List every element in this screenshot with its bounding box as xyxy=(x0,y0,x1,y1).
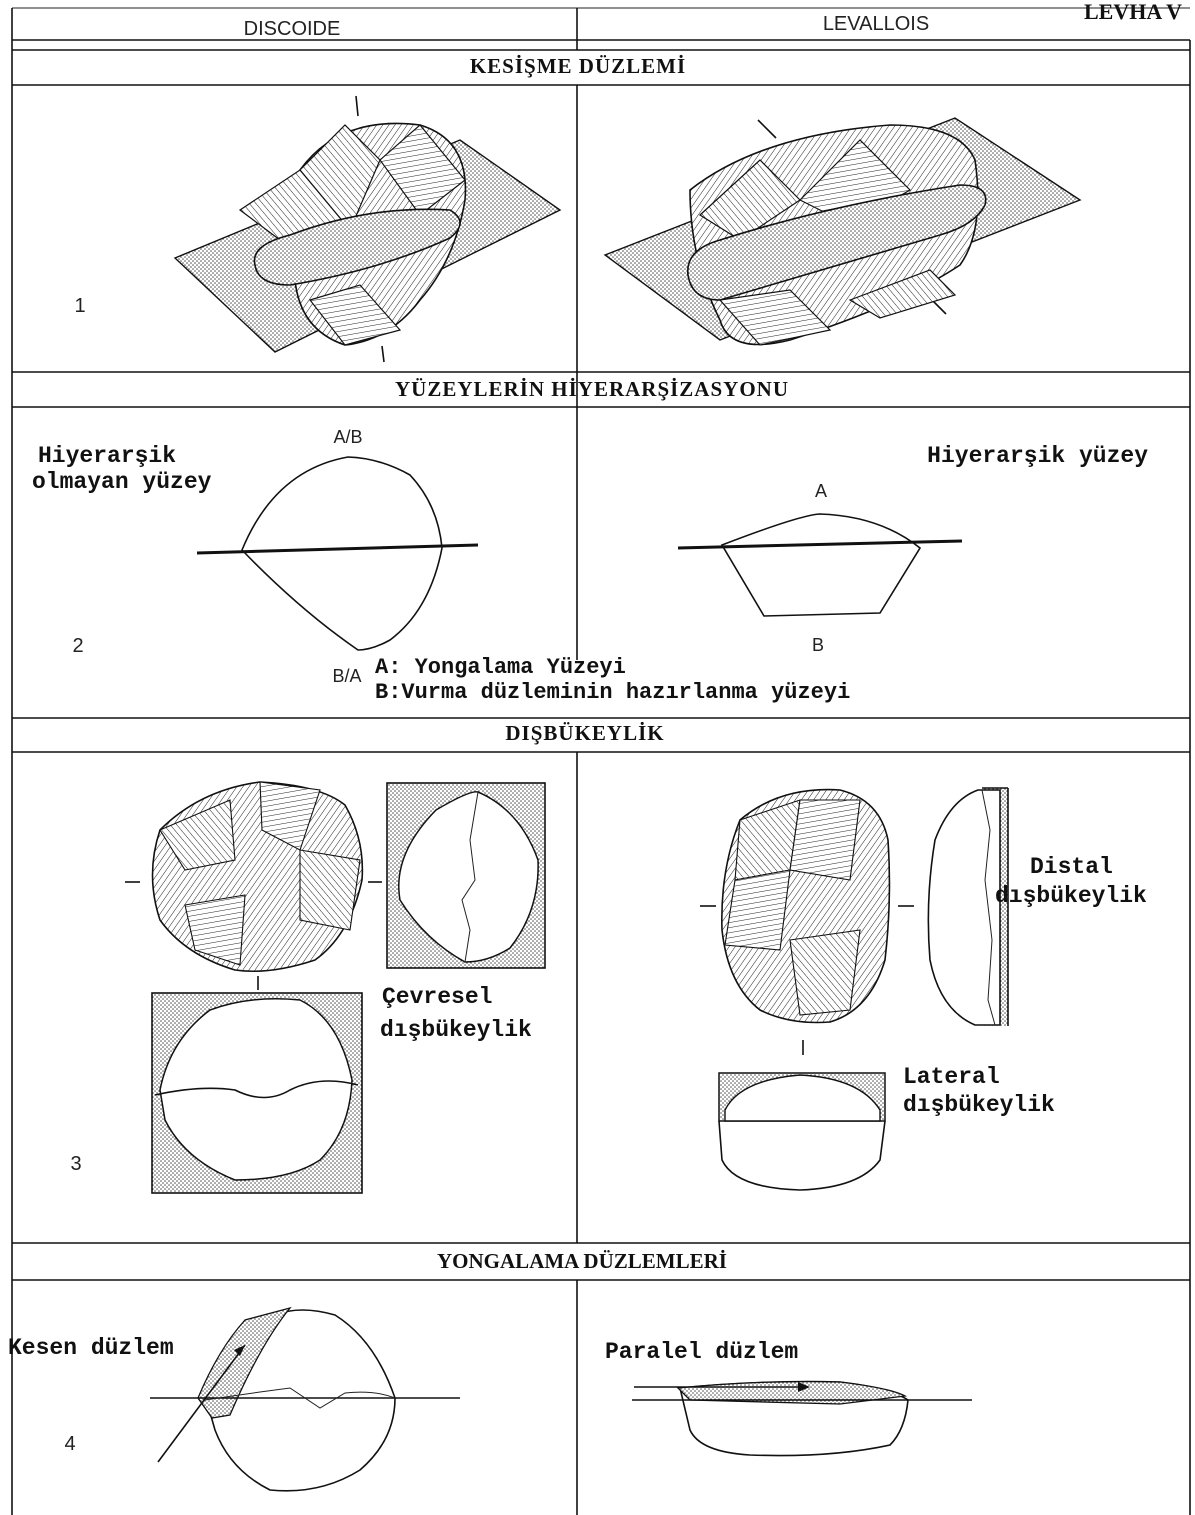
column-header-discoide: DISCOIDE xyxy=(244,18,341,40)
section-title-yongalama: YONGALAMA DÜZLEMLERİ xyxy=(437,1249,727,1273)
levallois-core-plan-view xyxy=(700,790,914,1055)
plate-grid xyxy=(12,8,1190,1515)
section-title-disbukeylik: DIŞBÜKEYLİK xyxy=(505,721,664,745)
discoide-section-profile xyxy=(197,457,478,650)
legend-b: B:Vurma düzleminin hazırlanma yüzeyi xyxy=(375,680,850,705)
section-title-kesisme: KESİŞME DÜZLEMİ xyxy=(470,54,686,78)
label-cevresel-line2: dışbükeylik xyxy=(380,1017,532,1043)
discoide-secant-plane-diagram xyxy=(150,1308,460,1491)
label-hiyerarsik-yuzey: Hiyerarşik yüzey xyxy=(927,443,1148,469)
label-lateral-line2: dışbükeylik xyxy=(903,1092,1055,1118)
section-number-1: 1 xyxy=(74,295,85,317)
letter-b-slash-a: B/A xyxy=(332,666,361,686)
discoide-core-plan-view xyxy=(125,782,382,990)
column-header-levallois: LEVALLOIS xyxy=(823,13,929,35)
letter-a: A xyxy=(815,481,827,501)
plate-label: LEVHA V xyxy=(1084,0,1182,24)
section-number-2: 2 xyxy=(72,635,83,657)
levallois-core-section-plane xyxy=(605,118,1080,345)
section-number-4: 4 xyxy=(64,1433,75,1455)
legend-a: A: Yongalama Yüzeyi xyxy=(375,655,626,680)
section-number-3: 3 xyxy=(70,1153,81,1175)
section-title-hiyerarsizasyon: YÜZEYLERİN HİYERARŞİZASYONU xyxy=(395,377,789,401)
levallois-section-profile xyxy=(678,514,962,616)
label-distal-line1: Distal xyxy=(1030,854,1113,880)
letter-b: B xyxy=(812,635,824,655)
label-hiyerarsik-olmayan-line1: Hiyerarşik xyxy=(38,443,176,469)
label-kesen-duzlem: Kesen düzlem xyxy=(8,1335,174,1361)
label-hiyerarsik-olmayan-line2: olmayan yüzey xyxy=(32,469,212,495)
label-lateral-line1: Lateral xyxy=(903,1064,1000,1090)
letter-a-slash-b: A/B xyxy=(333,427,362,447)
levallois-parallel-plane-diagram xyxy=(632,1382,972,1456)
label-cevresel-line1: Çevresel xyxy=(382,984,492,1010)
label-distal-line2: dışbükeylik xyxy=(995,883,1147,909)
discoide-core-section-plane xyxy=(175,96,560,362)
label-paralel-duzlem: Paralel düzlem xyxy=(605,1339,798,1365)
levallois-bottom-view xyxy=(719,1073,885,1190)
discoide-bottom-view-box xyxy=(152,993,362,1193)
discoide-side-view-box xyxy=(387,783,545,968)
